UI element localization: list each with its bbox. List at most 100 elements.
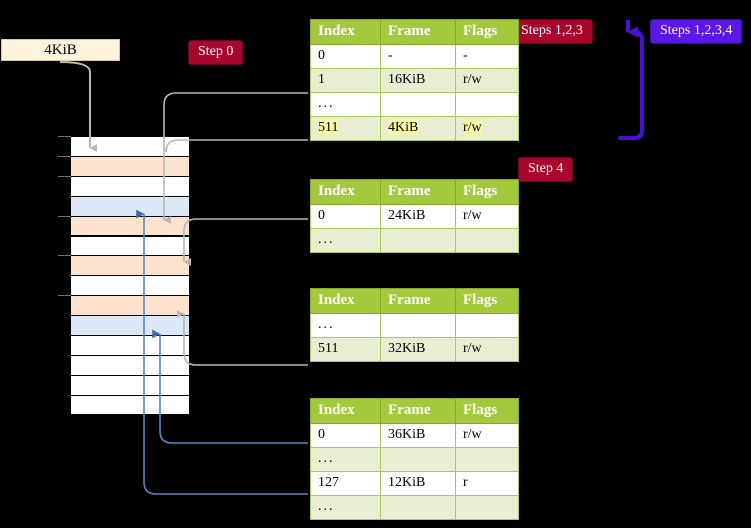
cell-flags: -	[455, 44, 519, 69]
cell-empty	[380, 228, 456, 253]
cell-index: 511	[310, 116, 381, 141]
cell-index: ...	[310, 228, 381, 253]
frame-size-label: 4KiB	[44, 42, 77, 58]
cell-flags: r/w	[455, 337, 519, 362]
cell-index: 0	[310, 204, 381, 229]
cell-index: ...	[310, 495, 381, 520]
cell-frame: 4KiB	[380, 116, 456, 141]
memory-frame-row	[70, 335, 190, 355]
cell-value: r/w	[463, 208, 482, 223]
cell-value: 16KiB	[388, 72, 426, 87]
cell-empty	[455, 313, 519, 338]
cell-flags: r/w	[455, 68, 519, 93]
memory-tick	[58, 295, 71, 297]
badge-steps-1-2-3: Steps 1,2,3	[511, 19, 593, 44]
cell-frame: 36KiB	[380, 423, 456, 448]
memory-frame-row	[70, 195, 190, 216]
cell-flags: r/w	[455, 423, 519, 448]
cell-value: 511	[318, 341, 339, 356]
column-header-index: Index	[310, 288, 381, 314]
cell-frame: 12KiB	[380, 471, 456, 496]
cell-empty	[380, 447, 456, 472]
badge-steps-1-2-3-4: Steps 1,2,3,4	[650, 19, 743, 44]
cell-value: 36KiB	[388, 427, 426, 442]
cell-value: 511	[318, 120, 339, 135]
cell-value: 1	[318, 72, 325, 87]
column-header-flags: Flags	[455, 19, 519, 45]
table-row: 0 - -	[310, 44, 519, 69]
cell-empty	[455, 92, 519, 117]
cell-index: ...	[310, 447, 381, 472]
column-header-frame: Frame	[380, 288, 456, 314]
cell-value: 0	[318, 427, 325, 442]
memory-frame-row	[70, 295, 190, 316]
column-header-flags: Flags	[455, 398, 519, 424]
cell-value: -	[463, 48, 468, 63]
memory-tick	[58, 155, 71, 157]
cell-value: ...	[318, 317, 335, 332]
memory-frame-row	[70, 255, 190, 276]
wire-memory-to-l1	[183, 218, 308, 266]
column-header-index: Index	[310, 398, 381, 424]
cell-value: r/w	[463, 427, 482, 442]
cell-empty	[380, 495, 456, 520]
memory-frame-row	[70, 175, 190, 196]
column-header-flags: Flags	[455, 179, 519, 205]
cell-frame: 24KiB	[380, 204, 456, 229]
cell-index: 0	[310, 423, 381, 448]
badge-step-4: Step 4	[518, 157, 574, 182]
cell-value: ...	[318, 451, 335, 466]
table-row: 0 36KiB r/w	[310, 423, 519, 448]
memory-tick	[58, 175, 71, 177]
column-header-index: Index	[310, 19, 381, 45]
column-header-flags: Flags	[455, 288, 519, 314]
column-header-frame: Frame	[380, 398, 456, 424]
memory-frame-row	[70, 235, 190, 256]
cell-index: 127	[310, 471, 381, 496]
column-header-frame: Frame	[380, 19, 456, 45]
memory-tick	[58, 255, 71, 257]
cell-value: ...	[318, 232, 335, 247]
badge-step-0: Step 0	[188, 40, 244, 65]
table-row: 511 4KiB r/w	[310, 116, 519, 141]
cell-value: 24KiB	[388, 208, 426, 223]
cell-index: ...	[310, 313, 381, 338]
cell-empty	[455, 447, 519, 472]
cell-frame: 16KiB	[380, 68, 456, 93]
table-row: 0 24KiB r/w	[310, 204, 519, 229]
cell-empty	[380, 92, 456, 117]
cell-flags: r/w	[455, 116, 519, 141]
memory-frame-row	[70, 215, 190, 236]
wire-steps-bracket	[618, 30, 644, 140]
table-row: ...	[310, 447, 519, 472]
cell-value: 127	[318, 475, 339, 490]
table-row: 1 16KiB r/w	[310, 68, 519, 93]
cell-value: 0	[318, 48, 325, 63]
table-row: ...	[310, 495, 519, 520]
memory-frame-row	[70, 394, 190, 415]
cell-value: -	[388, 48, 393, 63]
memory-frame-row	[70, 374, 190, 395]
cell-empty	[455, 228, 519, 253]
cell-empty	[380, 313, 456, 338]
memory-tick	[58, 215, 71, 217]
frame-size-box: 4KiB	[1, 39, 120, 61]
cell-flags: r/w	[455, 204, 519, 229]
table-row: ...	[310, 313, 519, 338]
cell-value: 4KiB	[388, 120, 419, 135]
memory-frame-row	[70, 155, 190, 176]
memory-frame-row	[70, 275, 190, 296]
memory-tick	[58, 136, 71, 137]
cell-frame: -	[380, 44, 456, 69]
cell-frame: 32KiB	[380, 337, 456, 362]
table-row: ...	[310, 92, 519, 117]
cell-empty	[455, 495, 519, 520]
cell-index: 0	[310, 44, 381, 69]
cell-value: r/w	[463, 72, 482, 87]
